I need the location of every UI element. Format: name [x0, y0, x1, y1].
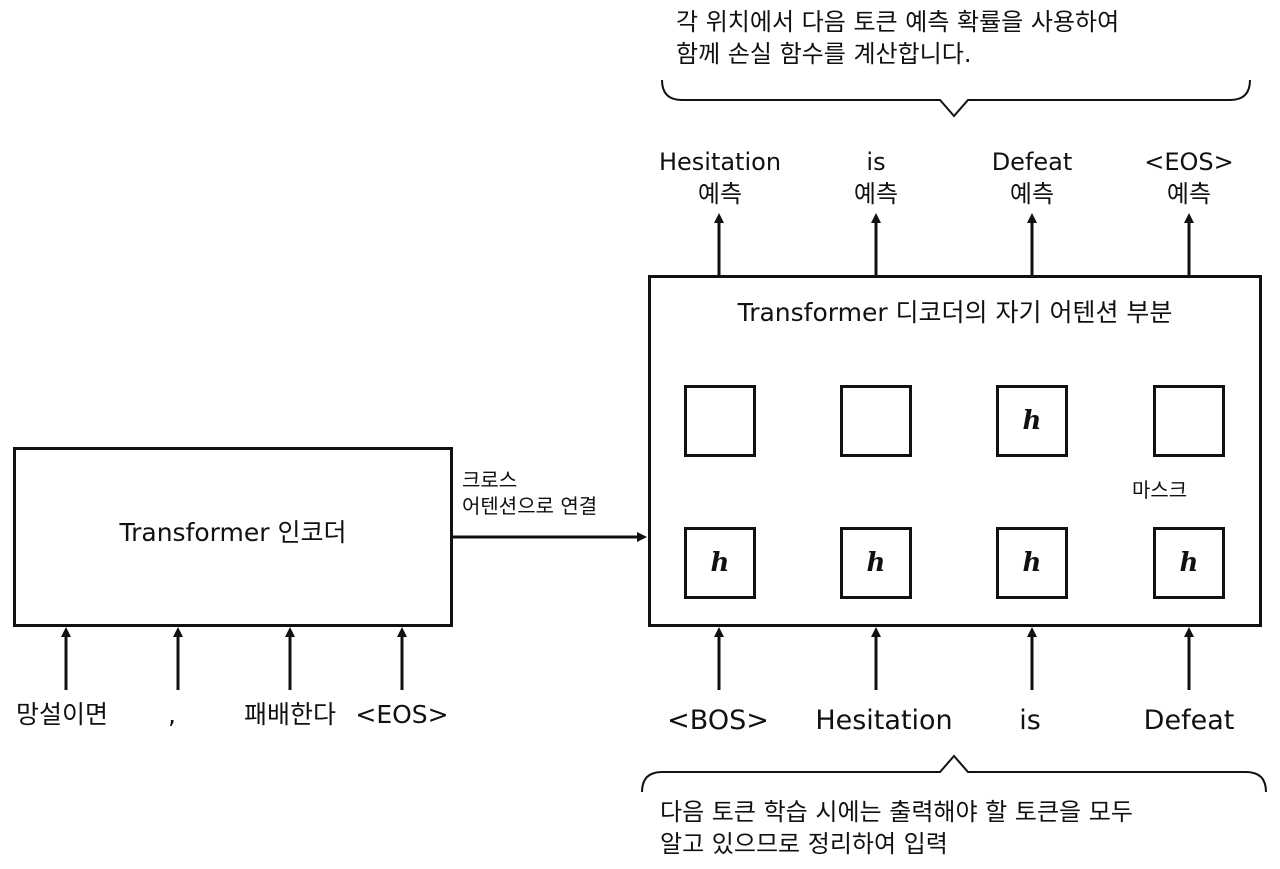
output-prediction-suffix: 예측: [1166, 180, 1212, 208]
lower-hidden-cell: h: [1153, 527, 1225, 599]
encoder-input-token: <EOS>: [355, 700, 449, 729]
decoder-input-token: Hesitation: [815, 705, 953, 736]
cross-attention-label-line2: 어텐션으로 연결: [462, 494, 598, 518]
decoder-input-token: is: [1019, 705, 1041, 736]
upper-hidden-cell-h: h: [996, 385, 1068, 457]
output-prediction-word: <EOS>: [1144, 148, 1234, 176]
cross-attention-label-line1: 크로스: [462, 468, 518, 492]
lower-hidden-cell: h: [996, 527, 1068, 599]
upper-hidden-cell: [1153, 385, 1225, 457]
output-prediction-suffix: 예측: [1009, 180, 1055, 208]
decoder-input-token: <BOS>: [667, 705, 769, 736]
hidden-state-symbol: h: [1179, 548, 1199, 578]
upper-hidden-cell: [840, 385, 912, 457]
lower-hidden-cell: h: [684, 527, 756, 599]
output-prediction-suffix: 예측: [697, 180, 743, 208]
encoder-input-token: ,: [168, 700, 176, 729]
decoder-input-arrows: [714, 627, 1194, 690]
output-prediction-suffix: 예측: [853, 180, 899, 208]
encoder-input-token: 망설이면: [15, 700, 108, 729]
decoder-input-token: Defeat: [1143, 705, 1235, 736]
lower-hidden-cell: h: [840, 527, 912, 599]
output-prediction-word: Defeat: [991, 148, 1073, 176]
mask-label: 마스크: [1132, 478, 1188, 502]
hidden-state-symbol: h: [866, 548, 886, 578]
output-prediction-word: is: [866, 148, 886, 176]
decoder-label: Transformer 디코더의 자기 어텐션 부분: [737, 298, 1173, 327]
bottom-note-line2: 알고 있으므로 정리하여 입력: [660, 830, 948, 858]
top-brace: [661, 79, 1251, 118]
hidden-state-symbol: h: [1022, 548, 1042, 578]
upper-hidden-cell: [684, 385, 756, 457]
encoder-input-token: 패배한다: [243, 700, 336, 729]
bottom-brace: [641, 754, 1267, 793]
hidden-state-symbol: h: [1022, 406, 1042, 436]
output-prediction-word: Hesitation: [658, 148, 782, 176]
bottom-note-line1: 다음 토큰 학습 시에는 출력해야 할 토큰을 모두: [660, 798, 1133, 826]
top-note-line1: 각 위치에서 다음 토큰 예측 확률을 사용하여: [676, 8, 1120, 36]
hidden-state-symbol: h: [710, 548, 730, 578]
decoder-output-arrows: [714, 213, 1194, 275]
encoder-box: [13, 447, 453, 627]
encoder-input-arrows: [61, 627, 407, 690]
top-note-line2: 함께 손실 함수를 계산합니다.: [676, 40, 972, 68]
encoder-label: Transformer 인코더: [119, 518, 347, 547]
